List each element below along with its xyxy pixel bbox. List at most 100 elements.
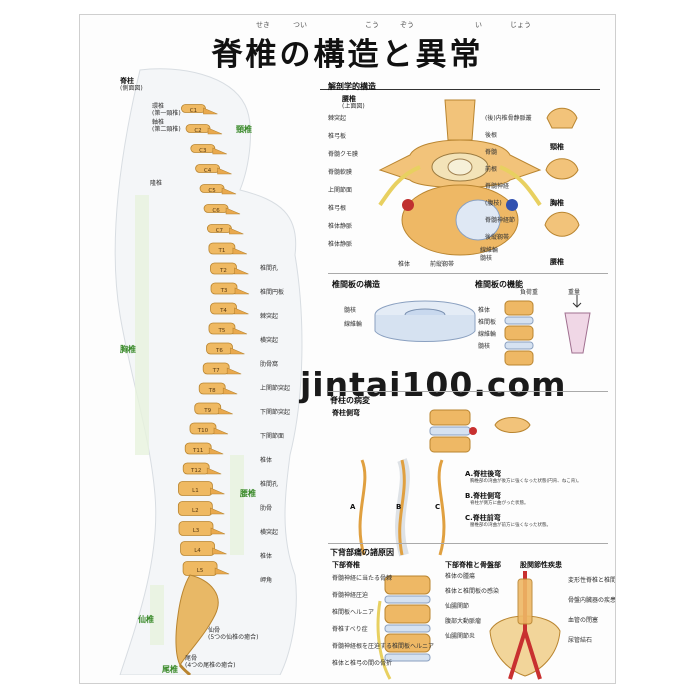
vertebral-column: C1C2C3C4C5C6C7T1T2T3T4T5T6T7T8T9T10T11T1… [177,104,250,576]
spine-right-label-3: 横突起 [260,337,279,344]
anatomy-bottom-3: 線維輪 [480,247,499,254]
spine-right-label-7: 下関節面 [260,433,285,440]
spinous-process-C2 [207,127,223,135]
vertebra-label-T2: T2 [219,268,227,274]
vessel-label-2: 仙腸関節 [445,603,470,610]
anatomy-left-label-2: 脊髄クモ膜 [328,151,359,158]
vertebra-T2 [210,262,237,275]
lumbar-label-2: 椎間板ヘルニア [332,609,375,616]
lumbar-label-5: 椎体と椎弓の間の骨折 [332,660,393,667]
vertebra-label-T1: T1 [217,248,225,254]
lowback-divider [328,543,608,544]
vertebra-T5 [208,322,236,335]
vertebra-label-T3: T3 [220,288,228,294]
poster-title: 脊椎の構造と異常 [211,37,484,73]
vertebra-label-L5: L5 [197,568,204,574]
nerve-left [378,165,421,207]
thoracic-band [135,195,149,455]
spinous-process-C7 [229,227,244,235]
disc-herniation-illustration [429,409,531,453]
annulus-fibrosus [374,315,476,342]
spinous-process-T9 [218,407,233,415]
lumbar-stack-3 [384,633,431,653]
vertebra-label-L3: L3 [193,528,200,534]
vessel-label-0: 椎体の腫瘍 [445,573,476,580]
curve-lordosis [437,459,446,556]
spine-right-label-8: 椎体 [260,457,273,464]
atlas-sub: (第一頸椎) [152,110,181,117]
vertebra-label-T5: T5 [218,328,226,334]
spinous-process-T3 [234,287,250,295]
anatomy-right-label-6: 脊髄神経節 [485,217,516,224]
vertebra-label-C2: C2 [194,128,201,134]
vertebra-label-T11: T11 [192,448,203,454]
anatomy-right-label-7: 後縦靱帯 [485,234,510,241]
spinous-process [444,99,476,141]
disc-function-illustration [504,295,591,366]
fn-vertebra-1 [504,300,534,316]
spine-right-label-0: 椎間孔 [260,265,279,272]
ruby-6: じょう [510,21,531,29]
spinous-process-T2 [234,267,249,275]
region-coccygeal: 尾椎 [162,665,178,674]
vertebra-T10 [189,422,217,435]
spinous-process-L5 [214,567,230,575]
vertebra-T12 [182,462,210,475]
anatomy-bottom-2: 前縦靱帯 [430,261,455,268]
vertebra-C5 [199,184,225,193]
hip-label-0: 変形性脊椎と椎間板 [568,577,616,584]
fn-label-nucleus: 髄核 [478,343,491,350]
atlas-label: 環椎 [152,103,165,110]
spine-right-label-11: 横突起 [260,529,279,536]
side-view-cervical: 頸椎 [550,143,564,151]
side-view-thoracic: 胸椎 [550,199,564,207]
spinous-process-T8 [222,387,238,395]
spinal-cord [447,158,473,176]
spinous-process-C1 [203,107,218,115]
anatomy-left-label-4: 上関節面 [328,187,353,194]
spine-right-label-10: 肋骨 [260,505,273,512]
vertebra-T4 [210,302,237,315]
vertebra-label-T6: T6 [215,348,223,354]
vertebra-label-C4: C4 [204,168,212,174]
vertebra-label-T12: T12 [190,468,201,474]
spinous-process-L3 [210,527,226,535]
anatomy-sub-note: (上面図) [342,103,365,110]
spinous-process-C3 [212,147,227,155]
fn-disc-2 [504,341,534,350]
curve-label-c: C [435,503,441,511]
sacrum-label: 仙骨 [208,627,221,634]
spine-right-label-1: 椎間円板 [260,289,285,296]
spinous-process-T4 [234,307,249,315]
prominens-label: 隆椎 [150,180,163,187]
vertebra-C7 [206,224,232,233]
hip-label-3: 尿管結石 [568,637,593,644]
sacrum [175,574,219,666]
vertebra-L4 [180,541,215,556]
lumbar-label-1: 脊髄神経圧迫 [332,592,369,599]
lumbar-nerve [376,600,392,680]
vessel-label-1: 椎体と椎間板の感染 [445,588,500,595]
spine-right-label-13: 岬角 [260,577,273,584]
curve-note-title-0: A.脊柱後弯 [465,470,502,478]
curve-note-text-0: 胸椎部の湾曲が後方に強くなった状態(円背、ねこ背)。 [470,479,582,484]
spinous-process-L2 [210,507,225,515]
spinous-process-T11 [208,447,224,455]
disc-function-title: 椎間板の機能 [475,280,523,289]
vessel-label-3: 腹部大動脈瘤 [445,618,482,625]
fn-vertebra-2 [504,325,534,341]
sacrum-sub: (5つの仙椎の癒合) [208,634,259,641]
vertebra-L1 [178,481,213,496]
vertebra-label-T9: T9 [203,408,211,414]
vertebra-T7 [202,362,230,375]
vertebra-L2 [177,501,213,516]
lumbar-disc-2 [384,624,431,633]
anatomy-bottom-1: 椎体 [398,261,411,268]
curve-note-text-1: 脊柱が側方に曲がった状態。 [470,501,529,506]
vessel-title: 下部脊椎と骨盤部 [445,561,501,569]
spine-right-label-4: 肋骨窩 [260,361,279,368]
vertebra-T1 [208,242,236,255]
lumbar-vertebra-icon [544,211,580,237]
spine-right-label-12: 椎体 [260,553,273,560]
posture-figures [358,458,446,557]
